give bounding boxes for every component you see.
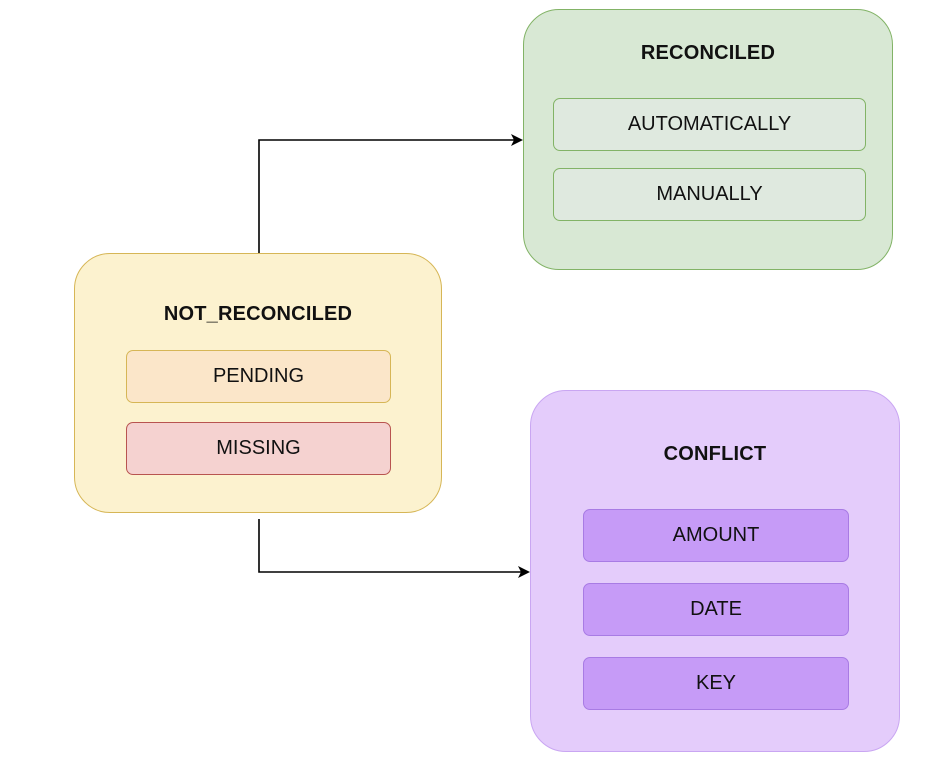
- arrow-to-conflict: [258, 519, 530, 578]
- reconciled-title: RECONCILED: [640, 42, 776, 64]
- amount-state: AMOUNT: [583, 509, 849, 562]
- conflict-title: CONFLICT: [663, 443, 767, 465]
- key-state: KEY: [583, 657, 849, 710]
- pending-state: PENDING: [126, 350, 391, 403]
- reconciled-group: RECONCILED AUTOMATICALLY MANUALLY: [523, 9, 893, 270]
- arrow-to-reconciled: [258, 134, 523, 253]
- manually-state: MANUALLY: [553, 168, 866, 221]
- date-state: DATE: [583, 583, 849, 636]
- automatically-state: AUTOMATICALLY: [553, 98, 866, 151]
- not-reconciled-title: NOT_RECONCILED: [163, 303, 353, 325]
- not-reconciled-group: NOT_RECONCILED PENDING MISSING: [74, 253, 442, 513]
- conflict-group: CONFLICT AMOUNT DATE KEY: [530, 390, 900, 752]
- missing-state: MISSING: [126, 422, 391, 475]
